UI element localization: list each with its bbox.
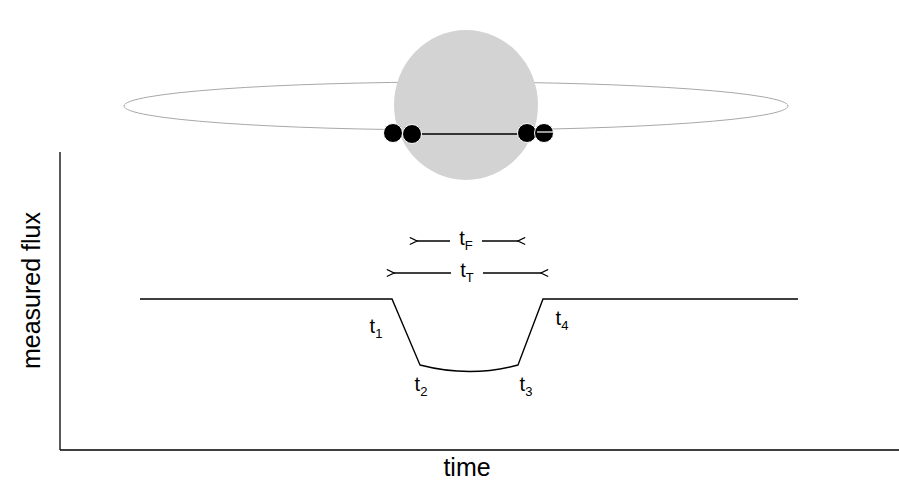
planet-mark: [537, 131, 553, 132]
chord-line: [405, 133, 530, 134]
planet: [384, 124, 403, 143]
light-curve: [140, 299, 798, 372]
duration-arrow: [417, 240, 450, 241]
planet: [535, 124, 554, 143]
time-label: tF: [459, 228, 473, 252]
time-label: t1: [370, 316, 383, 340]
planet: [403, 125, 422, 144]
axis-title: measured flux: [20, 211, 45, 368]
duration-arrow: [483, 272, 541, 273]
duration-arrow: [394, 272, 451, 273]
time-label: t4: [556, 308, 569, 332]
y-axis: [59, 152, 60, 450]
planet: [518, 124, 537, 143]
x-axis: [60, 449, 899, 450]
axis-title: time: [443, 455, 490, 480]
duration-arrow: [482, 240, 518, 241]
time-label: t3: [520, 374, 533, 398]
star-disc: [394, 30, 538, 180]
time-label: t2: [415, 374, 428, 398]
time-label: tT: [460, 260, 474, 284]
